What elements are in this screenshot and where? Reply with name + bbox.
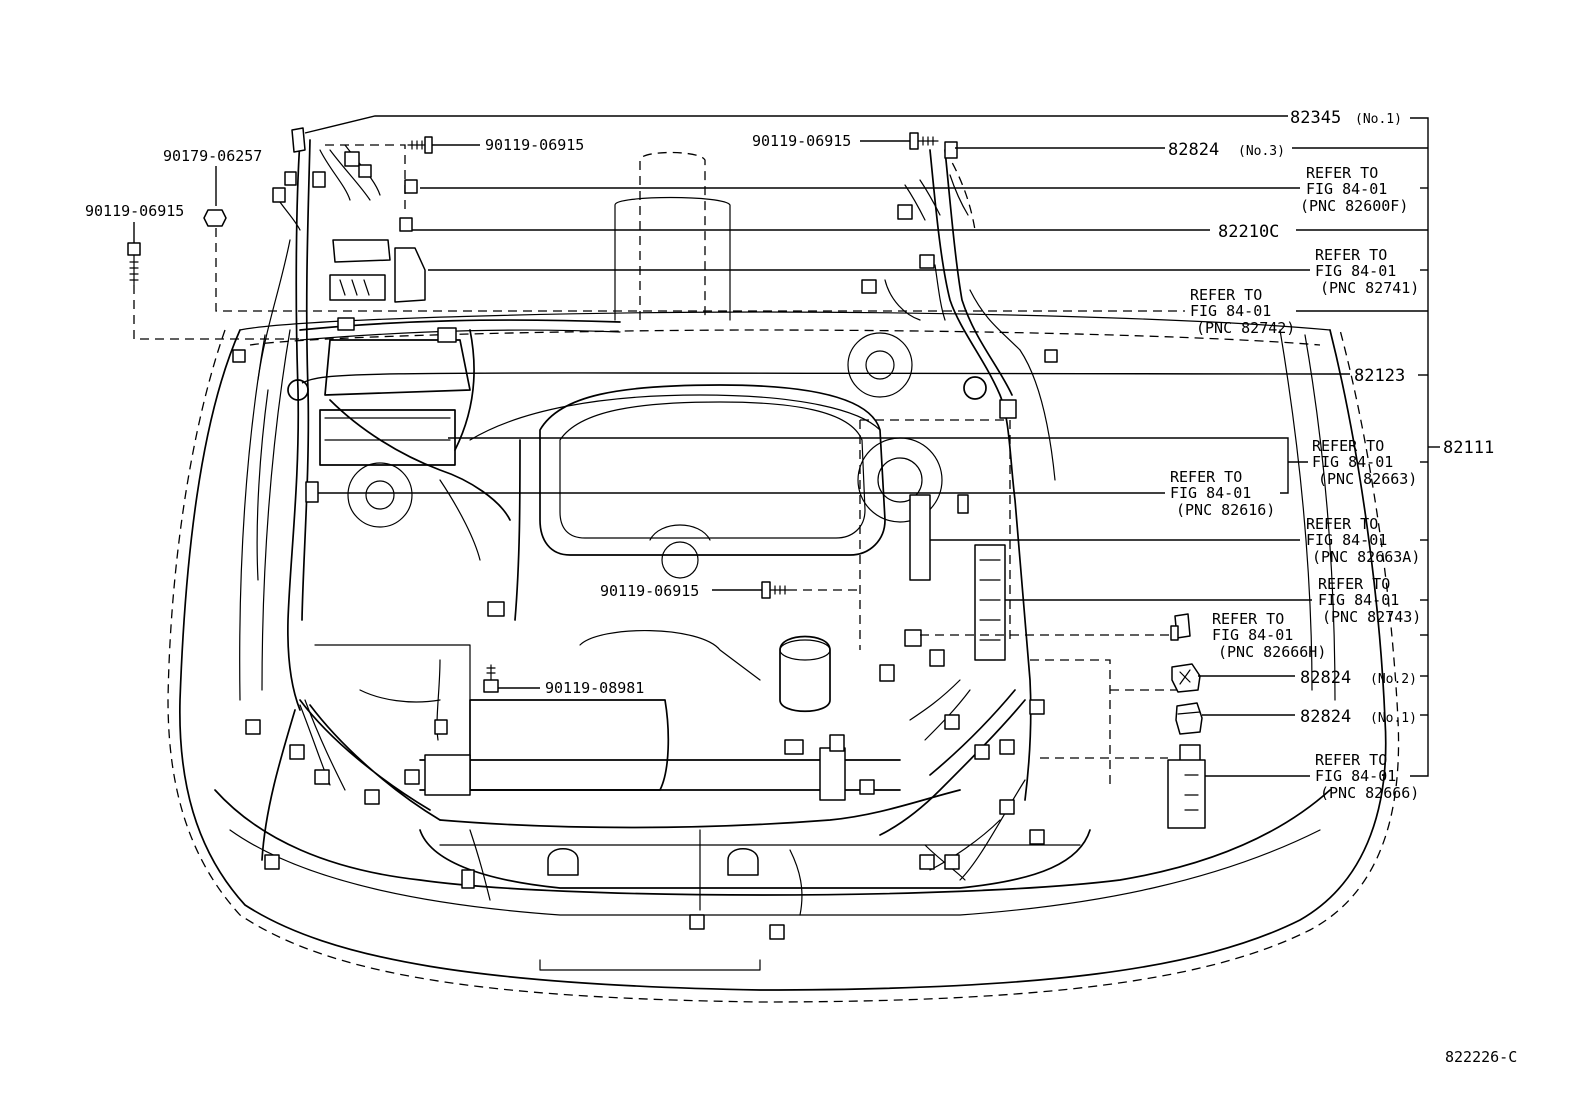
svg-text:REFER TO: REFER TO — [1318, 575, 1390, 593]
svg-text:FIG 84-01: FIG 84-01 — [1190, 302, 1271, 320]
svg-text:(PNC 82663A): (PNC 82663A) — [1312, 548, 1420, 566]
part-labels: 82345 (No.1) 82824 (No.3) 90119-06915 90… — [85, 108, 1517, 1066]
label-90119-06915-top: 90119-06915 — [485, 136, 584, 154]
connector-82345-shape — [291, 127, 306, 153]
svg-text:(PNC 82742): (PNC 82742) — [1196, 319, 1295, 337]
svg-text:(PNC 82600F): (PNC 82600F) — [1300, 197, 1408, 215]
refer-82741: REFER TO FIG 84-01 (PNC 82741) — [1315, 246, 1419, 297]
label-82824-no2-note: (No.2) — [1370, 672, 1417, 687]
svg-text:(PNC 82666): (PNC 82666) — [1320, 784, 1419, 802]
connectors — [127, 127, 1206, 940]
svg-text:REFER TO: REFER TO — [1306, 515, 1378, 533]
refer-82663: REFER TO FIG 84-01 (PNC 82663) — [1312, 437, 1417, 488]
refer-82600F: REFER TO FIG 84-01 (PNC 82600F) — [1300, 164, 1408, 215]
refer-82742: REFER TO FIG 84-01 (PNC 82742) — [1190, 286, 1295, 337]
relay-block-shape — [332, 239, 391, 263]
svg-text:REFER TO: REFER TO — [1190, 286, 1262, 304]
label-82824-no2: 82824 — [1300, 668, 1351, 688]
svg-text:FIG 84-01: FIG 84-01 — [1170, 484, 1251, 502]
label-82824-no1-note: (No.1) — [1370, 711, 1417, 726]
svg-text:FIG 84-01: FIG 84-01 — [1212, 626, 1293, 644]
bolt-top-shape — [407, 136, 433, 154]
svg-text:(PNC 82663): (PNC 82663) — [1318, 470, 1417, 488]
label-82210C: 82210C — [1218, 222, 1279, 242]
engine-bay-illustration — [167, 151, 1400, 1003]
svg-text:(PNC 82616): (PNC 82616) — [1176, 501, 1275, 519]
bolt-08981-shape — [483, 664, 499, 693]
svg-text:FIG 84-01: FIG 84-01 — [1315, 262, 1396, 280]
refer-82663A: REFER TO FIG 84-01 (PNC 82663A) — [1306, 515, 1420, 566]
svg-text:REFER TO: REFER TO — [1170, 468, 1242, 486]
connector-82824-no1-shape — [1175, 702, 1203, 735]
label-82345-note: (No.1) — [1355, 112, 1402, 127]
label-90119-08981: 90119-08981 — [545, 679, 644, 697]
label-82824-no3: 82824 — [1168, 140, 1219, 160]
label-90119-06915-topmid: 90119-06915 — [752, 132, 851, 150]
connector-82824-no2-shape — [1171, 663, 1201, 693]
svg-text:FIG 84-01: FIG 84-01 — [1306, 180, 1387, 198]
svg-text:FIG 84-01: FIG 84-01 — [1318, 591, 1399, 609]
label-82123: 82123 — [1354, 366, 1405, 386]
label-82824-no1: 82824 — [1300, 707, 1351, 727]
connector-82666-shape — [1167, 744, 1206, 829]
nut-90179-shape — [203, 209, 227, 227]
bolt-left-shape — [127, 242, 141, 286]
svg-text:REFER TO: REFER TO — [1315, 246, 1387, 264]
svg-text:REFER TO: REFER TO — [1315, 751, 1387, 769]
label-90179-06257: 90179-06257 — [163, 147, 262, 165]
label-90119-06915-mid: 90119-06915 — [600, 582, 699, 600]
svg-text:FIG 84-01: FIG 84-01 — [1312, 453, 1393, 471]
bolt-topmid-shape — [909, 132, 939, 150]
bolt-mid-shape — [761, 581, 789, 599]
refer-82743: REFER TO FIG 84-01 (PNC 82743) — [1318, 575, 1421, 626]
refer-82666H: REFER TO FIG 84-01 (PNC 82666H) — [1212, 610, 1326, 661]
connector-82666H-shape — [1170, 613, 1191, 641]
svg-text:FIG 84-01: FIG 84-01 — [1306, 531, 1387, 549]
svg-text:REFER TO: REFER TO — [1306, 164, 1378, 182]
svg-text:(PNC 82743): (PNC 82743) — [1322, 608, 1421, 626]
svg-text:(PNC 82666H): (PNC 82666H) — [1218, 643, 1326, 661]
label-82111: 82111 — [1443, 438, 1494, 458]
label-90119-06915-left: 90119-06915 — [85, 202, 184, 220]
refer-82616: REFER TO FIG 84-01 (PNC 82616) — [1170, 468, 1275, 519]
svg-text:(PNC 82741): (PNC 82741) — [1320, 279, 1419, 297]
label-82345: 82345 — [1290, 108, 1341, 128]
svg-text:REFER TO: REFER TO — [1212, 610, 1284, 628]
refer-82666: REFER TO FIG 84-01 (PNC 82666) — [1315, 751, 1419, 802]
svg-text:FIG 84-01: FIG 84-01 — [1315, 767, 1396, 785]
label-82824-no3-note: (No.3) — [1238, 144, 1285, 159]
figure-code: 822226-C — [1445, 1048, 1517, 1066]
leader-lines — [133, 115, 1440, 777]
svg-text:REFER TO: REFER TO — [1312, 437, 1384, 455]
